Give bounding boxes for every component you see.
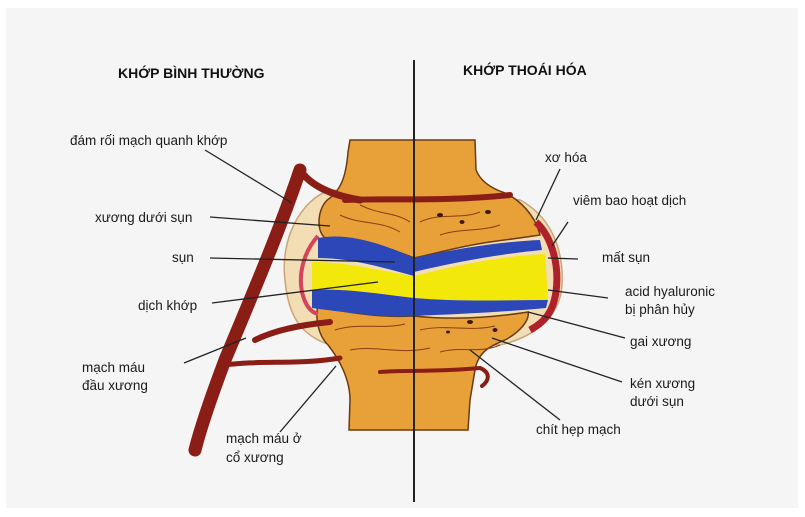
label-hyaluronic-1: acid hyaluronic bbox=[625, 284, 715, 299]
label-synovitis: viêm bao hoạt dịch bbox=[573, 193, 686, 208]
label-subchondral-bone: xương dưới sụn bbox=[95, 210, 192, 225]
label-neck-vessel-2: cổ xương bbox=[226, 450, 284, 465]
label-vessel-narrowing: chít hẹp mạch bbox=[536, 422, 621, 437]
label-bone-cyst-2: dưới sụn bbox=[630, 394, 684, 409]
label-osteophyte: gai xương bbox=[630, 334, 691, 349]
label-epiphyseal-vessel-2: đầu xương bbox=[82, 378, 148, 393]
title-degenerative-joint: KHỚP THOÁI HÓA bbox=[463, 61, 587, 78]
label-synovial-fluid: dịch khớp bbox=[138, 298, 197, 313]
label-hyaluronic-2: bị phân hủy bbox=[625, 302, 695, 317]
label-fibrosis: xơ hóa bbox=[545, 150, 587, 165]
label-epiphyseal-vessel-1: mạch máu bbox=[82, 360, 145, 375]
label-neck-vessel-1: mạch máu ở bbox=[226, 431, 302, 446]
label-cartilage: sụn bbox=[172, 250, 194, 265]
label-cartilage-loss: mất sụn bbox=[602, 250, 650, 265]
title-normal-joint: KHỚP BÌNH THƯỜNG bbox=[118, 64, 265, 81]
lower-bone bbox=[317, 305, 528, 430]
label-perivascular-plexus: đám rối mạch quanh khớp bbox=[70, 133, 227, 148]
label-bone-cyst-1: kén xương bbox=[630, 376, 695, 391]
